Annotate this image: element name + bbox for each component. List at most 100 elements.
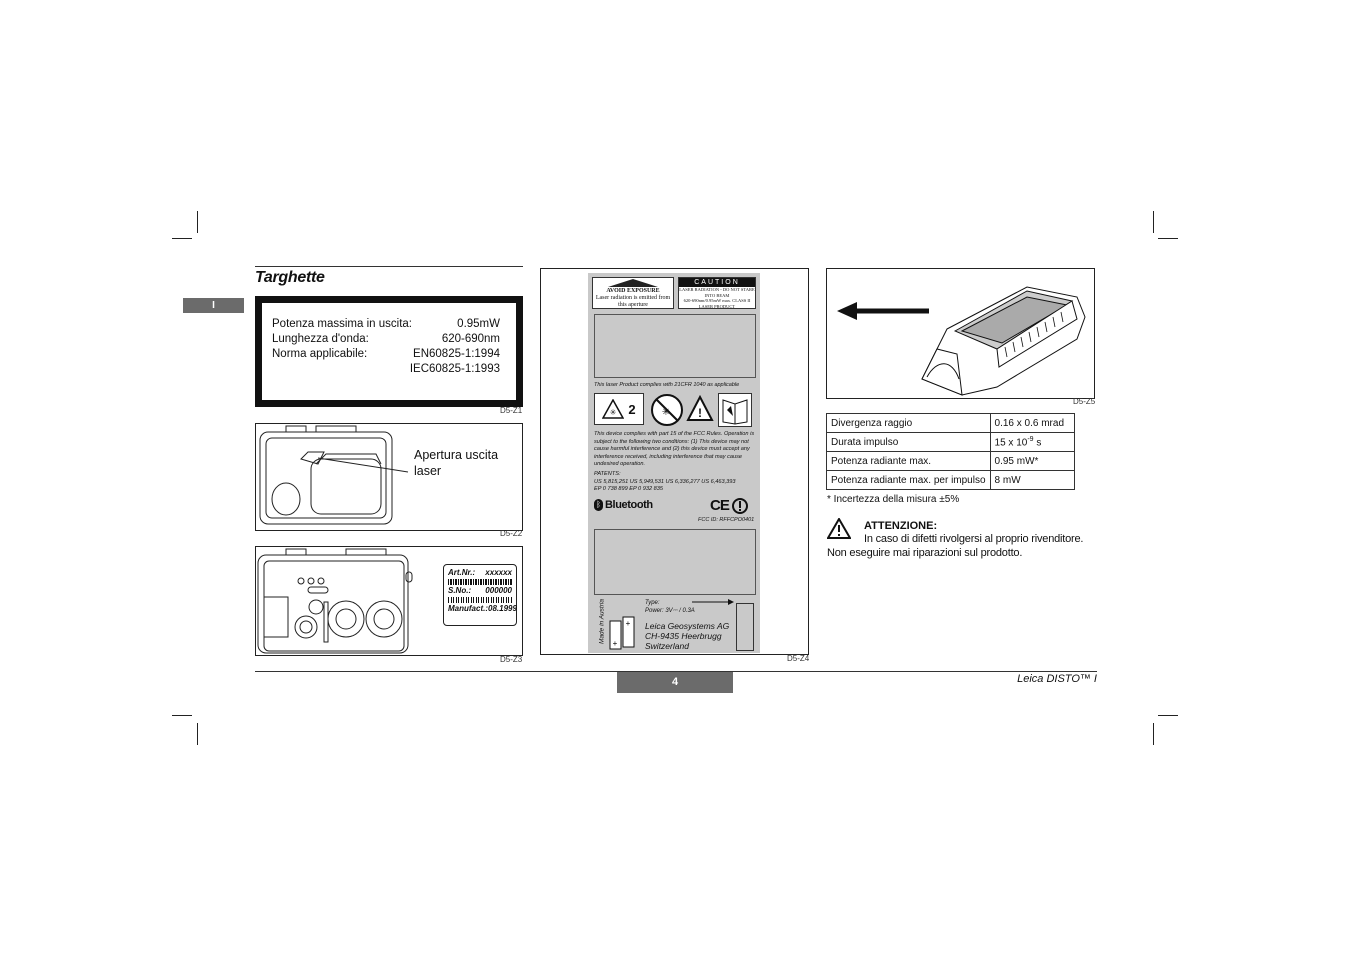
serial-value: 000000 [485,586,512,595]
fcc-compliance-text: This device complies with part 15 of the… [594,431,755,468]
bluetooth-wordmark: Bluetooth [605,499,653,511]
no-stare-icon: ✳ [651,394,683,426]
laser-class-icon: ✳ 2 [594,393,644,425]
label-row: IEC60825-1:1993 [272,362,500,377]
language-tab-label: I [212,300,215,311]
svg-text:✳: ✳ [662,407,670,418]
spec-value: 0.95 mW* [989,451,1076,472]
battery-icon: + + [609,616,635,650]
arrow-icon [608,279,658,287]
caution-label: CAUTION LASER RADIATION - DO NOT STARE I… [678,277,756,309]
crop-mark [1158,715,1178,716]
laser-label-box: Potenza massima in uscita: 0.95mW Lunghe… [255,296,523,407]
svg-text:+: + [613,639,618,648]
company-line: CH-9435 Heerbrugg [645,631,722,641]
label-value: EN60825-1:1994 [413,348,500,360]
art-nr-label: Art.Nr.: [448,568,476,577]
alert-circle-icon [731,497,748,514]
label-row: Potenza massima in uscita: 0.95mW [272,317,500,332]
warning-title: ATTENZIONE: [864,520,938,532]
type-power: Type: Power: 3V⎓ / 0.3A [645,599,695,615]
label-value: 620-690nm [441,333,500,345]
figure-caption: D5-Z4 [787,654,810,663]
crop-mark [1158,238,1178,239]
avoid-title: AVOID EXPOSURE [606,288,660,294]
label-value: 0.95mW [457,318,500,330]
table-row: Potenza radiante max. 0.95 mW* [826,451,1076,472]
barcode [448,579,512,585]
table-row: Durata impulso 15 x 10-9 s [826,431,1076,453]
crop-mark [1153,723,1154,745]
cfr-text: This laser Product complies with 21CFR 1… [594,382,740,388]
ce-mark: CE [710,497,730,514]
crop-mark [1153,211,1154,233]
manufacturer-address: Leica Geosystems AG CH-9435 Heerbrugg Sw… [645,621,729,651]
footer-rule [255,671,1097,672]
label-value: IEC60825-1:1993 [409,363,500,375]
laser-specs-table: Divergenza raggio 0.16 x 0.6 mrad Durata… [826,413,1076,491]
language-tab: I [183,298,244,313]
type-plate: AVOID EXPOSURE Laser radiation is emitte… [588,273,760,653]
plate-mark [736,603,754,651]
table-row: Divergenza raggio 0.16 x 0.6 mrad [826,413,1076,433]
serial-plate: Art.Nr.: xxxxxx S.No.: 000000 Manufact.:… [443,564,517,626]
warning-icon: ! [686,395,714,421]
page-number-tab: 4 [617,672,733,693]
heading-rule [255,266,523,267]
type-plate-figure: AVOID EXPOSURE Laser radiation is emitte… [540,268,809,655]
svg-text:+: + [626,619,631,628]
caution-title: CAUTION [679,278,755,287]
section-title: Targhette [255,269,325,286]
spec-label: Durata impulso [826,431,991,453]
certification-marks: CE [710,497,748,514]
device-aperture-figure [826,268,1095,399]
manufact-value: 08.1999 [488,604,517,613]
patents: PATENTS: US 5,815,251 US 5,949,531 US 6,… [594,471,760,494]
crop-mark [172,715,192,716]
table-footnote: * Incertezza della misura ±5% [827,494,960,505]
made-in: Made in Austria [598,599,606,644]
crop-mark [197,211,198,233]
spec-value: 8 mW [989,470,1076,491]
laser-class-number: 2 [628,401,636,417]
crop-mark [197,723,198,745]
figure-caption: D5-Z3 [500,655,523,664]
bluetooth-logo: ᛒ Bluetooth [594,499,653,511]
serial-label: S.No.: [448,586,472,595]
blank-area [594,529,756,595]
art-nr-value: xxxxxx [485,568,512,577]
blank-area [594,314,756,378]
patents-line: US 5,815,251 US 5,949,531 US 6,336,277 U… [594,478,736,485]
device-back-figure: Art.Nr.: xxxxxx S.No.: 000000 Manufact.:… [255,546,523,656]
device-front-figure: Apertura uscita laser [255,423,523,531]
device-back-drawing [257,548,413,654]
laser-warning-icon: ✳ [602,399,625,419]
caution-line2: 620-690nm/0.95mW max. CLASS II LASER PRO… [683,298,751,309]
manufact-label: Manufact.: [448,604,488,613]
caution-line1: LASER RADIATION - DO NOT STARE INTO BEAM [679,287,755,298]
figure-caption: D5-Z5 [1073,397,1096,406]
label-key: Norma applicabile: [272,348,368,360]
type-label: Type: [645,600,660,606]
label-row: Norma applicabile: EN60825-1:1994 [272,347,500,362]
warning-icon [827,518,851,539]
avoid-exposure-label: AVOID EXPOSURE Laser radiation is emitte… [592,277,674,309]
table-row: Potenza radiante max. per impulso 8 mW [826,470,1076,491]
laser-aperture-callout: Apertura uscita laser [414,448,499,478]
figure-caption: D5-Z2 [500,529,523,538]
device-perspective-drawing [837,286,1086,396]
figure-caption: D5-Z1 [500,406,523,415]
label-key: Lunghezza d'onda: [272,333,369,345]
page-number: 4 [671,676,679,688]
company-line: Switzerland [645,641,689,651]
arrow-icon [692,599,734,605]
spec-label: Potenza radiante max. [826,451,991,472]
crop-mark [172,238,192,239]
avoid-text: Laser radiation is emitted from this ape… [595,295,671,308]
device-front-drawing [259,425,409,525]
svg-text:✳: ✳ [610,408,617,417]
company-line: Leica Geosystems AG [645,621,730,631]
spec-label: Divergenza raggio [826,413,991,433]
product-name: Leica DISTO™ I [1017,673,1097,685]
manual-icon [718,393,752,427]
